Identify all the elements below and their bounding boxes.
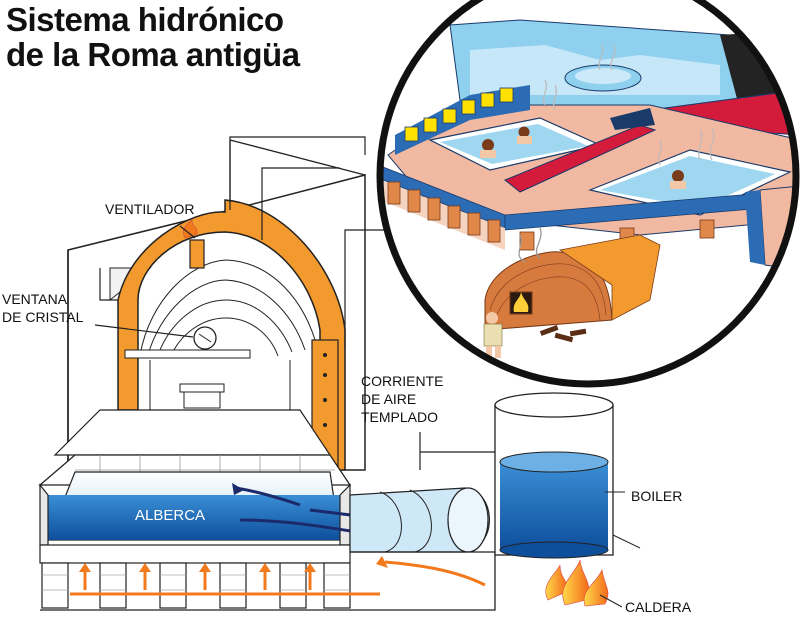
label-alberca: ALBERCA	[135, 507, 206, 524]
label-ventana-de-cristal: VENTANA DE CRISTAL	[2, 290, 83, 326]
title-line-1: Sistema hidrónico	[6, 1, 284, 38]
boiler	[494, 392, 641, 559]
air-duct	[40, 451, 521, 611]
label-caldera: CALDERA	[625, 599, 692, 615]
label-ventilador: VENTILADOR	[105, 201, 195, 217]
roman-bath-inset	[376, 0, 800, 388]
bath-building	[53, 139, 366, 471]
label-ventana-line1: VENTANA	[2, 291, 68, 307]
title-line-2: de la Roma antigüa	[6, 36, 300, 73]
label-corriente-de-aire: CORRIENTE DE AIRE TEMPLADO	[361, 372, 443, 426]
alberca-pool	[38, 454, 441, 609]
label-corriente-line2: DE AIRE	[361, 391, 417, 407]
label-ventana-line2: DE CRISTAL	[2, 309, 84, 325]
ventilador-stack	[189, 239, 205, 269]
label-corriente-line1: CORRIENTE	[361, 373, 444, 389]
label-boiler: BOILER	[631, 488, 683, 504]
label-corriente-line3: TEMPLADO	[361, 409, 439, 425]
caldera-fire	[545, 559, 623, 608]
ventilador-flame	[183, 219, 198, 239]
page-title: Sistema hidrónico de la Roma antigüa	[6, 2, 300, 72]
